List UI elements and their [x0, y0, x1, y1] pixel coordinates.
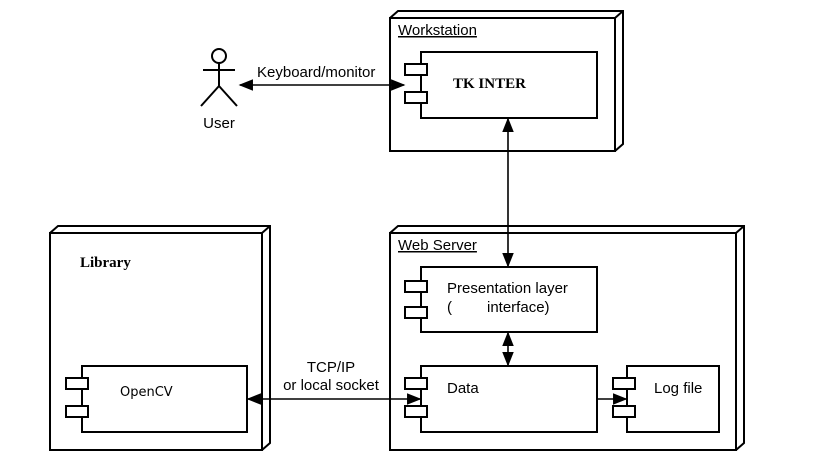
library-title: Library	[80, 255, 131, 271]
web-server-title: Web Server	[398, 237, 477, 254]
tcp-ip-label: TCP/IP	[307, 359, 355, 376]
component-port-icon	[404, 306, 428, 319]
keyboard-monitor-label: Keyboard/monitor	[257, 64, 375, 81]
log-file-component	[612, 365, 720, 433]
opencv-label: OpenCV	[120, 385, 173, 400]
actor-head	[211, 48, 227, 64]
component-port-icon	[404, 280, 428, 293]
presentation-layer-paren: (	[447, 299, 452, 316]
actor-right-leg	[218, 85, 238, 107]
log-file-label: Log file	[654, 380, 702, 397]
tkinter-label: TK INTER	[453, 76, 526, 92]
data-component	[404, 365, 598, 433]
component-port-icon	[404, 63, 428, 76]
component-port-icon	[404, 405, 428, 418]
component-port-icon	[65, 405, 89, 418]
user-actor	[200, 48, 238, 107]
component-port-icon	[404, 91, 428, 104]
opencv-component	[65, 365, 248, 433]
local-socket-label: or local socket	[283, 377, 380, 394]
data-component-label: Data	[447, 380, 479, 397]
user-label: User	[203, 115, 235, 132]
component-port-icon	[612, 377, 636, 390]
actor-left-leg	[200, 85, 220, 107]
presentation-layer-interface: interface)	[487, 299, 550, 316]
presentation-layer-label: Presentation layer	[447, 280, 568, 297]
component-port-icon	[65, 377, 89, 390]
workstation-title: Workstation	[398, 22, 477, 39]
component-port-icon	[612, 405, 636, 418]
component-port-icon	[404, 377, 428, 390]
